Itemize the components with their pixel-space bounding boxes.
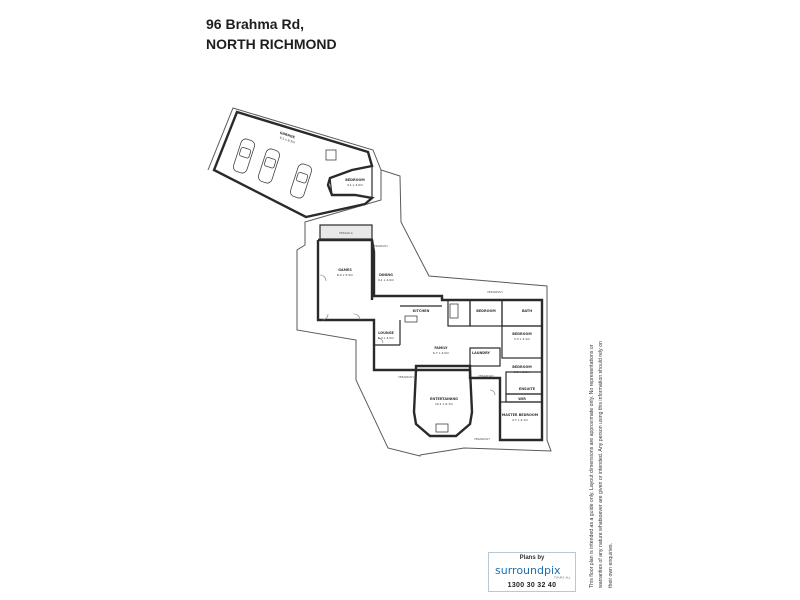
disclaimer-block: This floor plan is intended as a guide o… [588, 330, 788, 590]
svg-text:BEDROOM: BEDROOM [345, 178, 365, 182]
surroundpix-badge: Plans by surroundpix TOURS ALL 1300 30 3… [488, 552, 576, 592]
svg-text:ENSUITE: ENSUITE [519, 387, 536, 391]
door-arc [489, 389, 496, 396]
room-label-family: FAMILY 6.7 x 4.5m [433, 346, 449, 355]
garage-walls [212, 110, 375, 219]
laundry-walls [469, 347, 501, 367]
outdoor-label-verandah-bottom: VERANDAH [478, 374, 494, 378]
room-label-bedroom-mid: BEDROOM [476, 309, 496, 313]
room-label-bath: BATH [522, 309, 532, 313]
car-icon [257, 148, 281, 184]
room-label-games: GAMES 8.0 x 5.5m [337, 268, 353, 277]
room-label-bedroom-top: BEDROOM 4.1 x 3.0m [345, 178, 365, 187]
outdoor-label-verandah-low: VERANDAH [474, 437, 490, 441]
svg-text:10.1 x 6.7m: 10.1 x 6.7m [435, 402, 453, 406]
svg-text:KITCHEN: KITCHEN [413, 309, 430, 313]
room-label-kitchen: KITCHEN [413, 309, 430, 313]
room-label-wir: WIR [518, 397, 526, 401]
svg-text:ENTERTAINING: ENTERTAINING [430, 397, 458, 401]
room-label-entertaining: ENTERTAINING 10.1 x 6.7m [430, 397, 458, 406]
svg-text:MASTER BEDROOM: MASTER BEDROOM [502, 413, 539, 417]
disclaimer-text: This floor plan is intended as a guide o… [589, 341, 614, 588]
address-line-1: 96 Brahma Rd, [206, 16, 305, 32]
bath-tub-icon [449, 303, 459, 319]
bedroom-bot-walls [501, 325, 543, 359]
outdoor-label-pergola: PERGOLA [339, 231, 352, 235]
door-arc [319, 274, 327, 282]
badge-phone: 1300 30 32 40 [507, 582, 557, 589]
room-label-bedroom-right: BEDROOM 3.3 x 3.1m [512, 332, 532, 341]
bedroom-mid-walls [469, 299, 503, 327]
svg-text:BEDROOM: BEDROOM [512, 332, 532, 336]
outdoor-label-verandah-right: VERANDAH [398, 375, 414, 379]
svg-text:GAMES: GAMES [338, 268, 352, 272]
svg-text:surroundpix: surroundpix [495, 564, 561, 577]
svg-text:4.7 x 4.1m: 4.7 x 4.1m [512, 418, 528, 422]
entertaining-walls [412, 368, 474, 438]
address-line-2: NORTH RICHMOND [206, 36, 337, 52]
property-address: 96 Brahma Rd, NORTH RICHMOND [206, 14, 337, 54]
outdoor-label-verandah-mid: VERANDAH [487, 290, 503, 294]
room-label-ensuite: ENSUITE [519, 387, 536, 391]
svg-text:4.1 x 4.0m: 4.1 x 4.0m [378, 278, 394, 282]
svg-text:TOURS ALL: TOURS ALL [553, 576, 571, 580]
svg-text:6.3 x 4.5m: 6.3 x 4.5m [378, 336, 394, 340]
property-outline-left [207, 107, 421, 457]
svg-text:FAMILY: FAMILY [434, 346, 448, 350]
bedroom-top-walls [329, 165, 373, 199]
door-arc [353, 313, 361, 321]
surroundpix-logo: surroundpix TOURS ALL [495, 564, 571, 580]
entertaining-table-icon [435, 423, 449, 433]
room-label-bedroom-bot: BEDROOM 3.6 x 3.1m [512, 365, 532, 374]
svg-text:6.7 x 4.5m: 6.7 x 4.5m [433, 351, 449, 355]
svg-text:3.3 x 3.1m: 3.3 x 3.1m [514, 337, 530, 341]
svg-text:3.6 x 3.1m: 3.6 x 3.1m [514, 370, 530, 374]
bedroom-right-walls [501, 299, 543, 327]
door-arc [321, 313, 329, 321]
master-walls [499, 401, 543, 441]
svg-text:BATH: BATH [522, 309, 532, 313]
svg-text:GARAGE: GARAGE [279, 131, 296, 140]
svg-text:DINING: DINING [379, 273, 393, 277]
wardrobe-icon [325, 149, 337, 161]
svg-text:WIR: WIR [518, 397, 526, 401]
door-arc [377, 337, 384, 344]
car-icon [289, 163, 313, 199]
svg-text:9.1 x 6.5m: 9.1 x 6.5m [279, 136, 296, 145]
outdoor-label-verandah-top: VERANDAH [372, 244, 388, 248]
bath-walls [447, 299, 471, 327]
car-icons [232, 138, 313, 199]
room-label-master: MASTER BEDROOM 4.7 x 4.1m [502, 413, 539, 422]
property-outline-right [380, 169, 552, 456]
room-label-dining: DINING 4.1 x 4.0m [378, 273, 394, 282]
svg-text:4.1 x 3.0m: 4.1 x 3.0m [347, 183, 363, 187]
svg-text:8.0 x 5.5m: 8.0 x 5.5m [337, 273, 353, 277]
kitchen-bench [404, 315, 418, 323]
room-label-garage: GARAGE 9.1 x 6.5m [279, 131, 296, 145]
svg-text:LAUNDRY: LAUNDRY [472, 351, 491, 355]
badge-title: Plans by [519, 555, 545, 561]
car-icon [232, 138, 256, 174]
svg-text:BEDROOM: BEDROOM [512, 365, 532, 369]
svg-text:BEDROOM: BEDROOM [476, 309, 496, 313]
svg-text:LOUNGE: LOUNGE [378, 331, 394, 335]
room-label-lounge: LOUNGE 6.3 x 4.5m [378, 331, 395, 340]
room-label-laundry: LAUNDRY [472, 351, 491, 355]
